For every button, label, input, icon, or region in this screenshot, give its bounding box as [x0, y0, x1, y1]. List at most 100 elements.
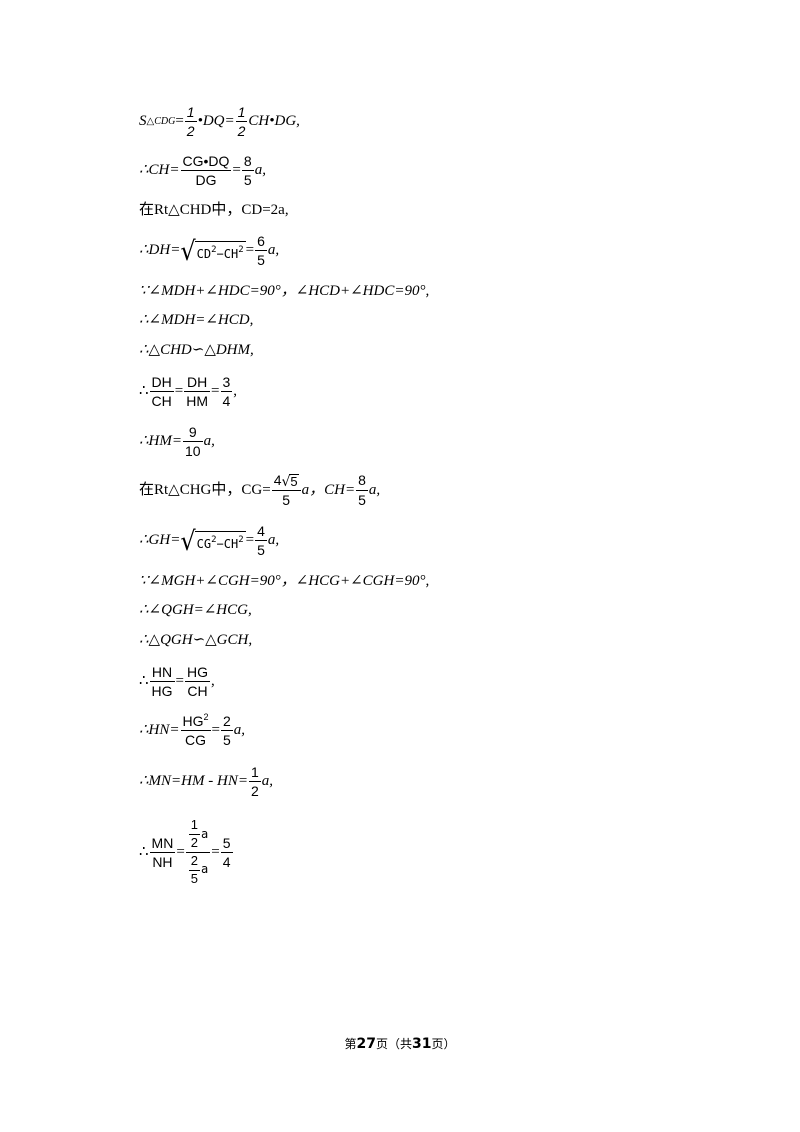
text: a, [267, 242, 280, 259]
numerator: 5 [222, 834, 231, 851]
numerator: 1 [237, 104, 246, 120]
fraction-bar [221, 729, 233, 731]
exponent: 2 [211, 244, 217, 255]
fraction-bar [188, 869, 201, 871]
text: ∴ [139, 843, 149, 860]
line-angle-sum-2: ∵∠MGH+∠CGH=90°，∠HCG+∠CGH=90°, [139, 574, 429, 589]
line-angle-eq-2: ∴∠QGH=∠HCG, [139, 603, 252, 618]
fraction-bar [149, 851, 176, 853]
text: CG [196, 536, 212, 551]
fraction-bar [235, 121, 248, 123]
page-number: 27 [356, 1036, 376, 1052]
text: , [211, 673, 215, 690]
fraction-bar [149, 681, 175, 683]
denominator: CH [187, 683, 208, 700]
text: ∴ [139, 383, 149, 400]
radicand: CG2−CH2 [194, 530, 246, 553]
denominator: 5 [190, 870, 199, 886]
numerator: HN [151, 664, 173, 680]
numerator: 2 [190, 852, 199, 868]
numerator: 3 [222, 374, 231, 390]
denominator: CG [185, 732, 207, 749]
fraction-bar [356, 489, 368, 491]
fraction-bar [271, 489, 301, 491]
fraction-bar [183, 441, 203, 443]
footer-text: 页（共 [375, 1037, 412, 1051]
numerator: MN [151, 834, 174, 851]
fraction-bar [255, 540, 267, 542]
denominator: 2 [190, 834, 199, 850]
fraction-bar [180, 730, 211, 732]
denominator: 2 [186, 123, 195, 140]
denominator: 2 [237, 123, 246, 140]
footer-text: 第 [344, 1037, 357, 1051]
numerator: CG•DQ [182, 153, 230, 169]
exponent: 2 [238, 534, 244, 545]
subscript: △CDG [146, 115, 176, 127]
denominator: 2 [250, 783, 259, 800]
text: ∴CH= [139, 162, 180, 179]
line-similar-1: ∴△CHD∽△DHM, [139, 343, 254, 358]
fraction-bar [184, 391, 211, 393]
text: ∴∠QGH=∠HCG, [139, 602, 252, 618]
text: ∴DH= [139, 242, 181, 259]
denominator: 5 [243, 172, 252, 189]
exponent: 2 [238, 244, 244, 255]
text: a [201, 826, 209, 841]
fraction-bar [180, 170, 232, 172]
radicand: 5 [289, 473, 299, 489]
numerator: HG2 [181, 712, 211, 729]
text: ∴△QGH∽△GCH, [139, 632, 253, 648]
numerator: 9 [188, 424, 197, 440]
fraction-bar [185, 851, 211, 853]
numerator: HG [187, 664, 209, 680]
numerator: 8 [358, 472, 366, 489]
fraction-bar [220, 391, 233, 393]
text: −CH [216, 536, 239, 551]
denominator: HM [186, 393, 209, 410]
text: ∴∠MDH=∠HCD, [139, 312, 254, 328]
numerator: 6 [257, 233, 265, 249]
fraction-bar [188, 833, 201, 835]
radicand: CD2−CH2 [194, 240, 246, 263]
text: ∴△CHD∽△DHM, [139, 342, 254, 358]
page-footer: 第27页（共31页） [0, 1035, 800, 1052]
denominator: 5 [282, 491, 291, 508]
numerator: 2 [223, 712, 231, 729]
text: a, [261, 773, 273, 790]
text: ∴ [139, 673, 149, 690]
fraction-bar [220, 851, 233, 853]
fraction-bar [184, 121, 197, 123]
denominator: 5 [257, 542, 265, 559]
text: = [245, 532, 255, 549]
text: CH•DG, [248, 113, 300, 130]
text: a, [368, 481, 381, 498]
text: a, [233, 721, 246, 738]
square-root: √CG2−CH2 [180, 527, 246, 554]
text: 在Rt△CHG中，CG= [139, 481, 271, 498]
denominator: 10 [185, 443, 201, 460]
exponent: 2 [203, 712, 209, 722]
